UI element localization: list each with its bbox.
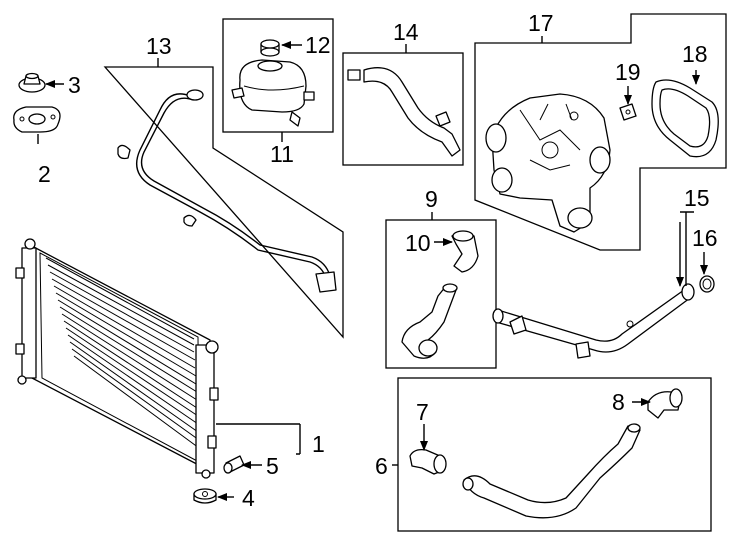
part-5-drain-plug xyxy=(223,455,245,474)
callout-7: 7 xyxy=(416,399,429,425)
part-7-connector xyxy=(409,448,447,475)
callout-17: 17 xyxy=(528,10,554,36)
callout-18: 18 xyxy=(682,41,708,67)
callout-13: 13 xyxy=(146,33,172,59)
part-14-upper-hose xyxy=(347,67,461,157)
part-6-hose xyxy=(462,423,641,519)
part-11-reservoir xyxy=(231,59,315,127)
part-16-o-ring xyxy=(699,275,715,293)
part-13-overflow-hose xyxy=(117,89,337,293)
leader-lines xyxy=(37,36,708,501)
callout-8: 8 xyxy=(612,389,625,415)
part-15-coolant-pipe xyxy=(492,283,695,359)
callout-15: 15 xyxy=(684,185,710,211)
part-9-lower-hose xyxy=(401,283,458,359)
group-box-11 xyxy=(222,18,334,133)
part-17-water-outlet-housing xyxy=(485,93,611,233)
group-box-6 xyxy=(397,377,712,532)
part-12-cap xyxy=(260,39,280,57)
callout-4: 4 xyxy=(242,485,255,511)
part-19-clip xyxy=(619,103,637,121)
group-box-17 xyxy=(474,13,727,251)
part-2-bracket xyxy=(13,106,61,133)
callout-6: 6 xyxy=(375,453,388,479)
part-3-nut xyxy=(18,72,46,93)
part-4-mount xyxy=(193,488,217,504)
group-box-14 xyxy=(342,52,464,166)
callout-14: 14 xyxy=(393,19,419,45)
callout-3: 3 xyxy=(68,72,81,98)
callout-1: 1 xyxy=(312,431,325,457)
group-box-13 xyxy=(103,66,344,339)
callout-16: 16 xyxy=(692,225,718,251)
callout-5: 5 xyxy=(266,453,279,479)
callout-11: 11 xyxy=(270,141,294,167)
part-8-elbow xyxy=(647,388,683,419)
part-10-elbow xyxy=(451,230,479,273)
callout-9: 9 xyxy=(425,186,438,212)
callout-10: 10 xyxy=(405,230,431,256)
callout-19: 19 xyxy=(615,59,641,85)
group-box-9 xyxy=(385,219,497,369)
part-1-radiator xyxy=(15,238,219,479)
callout-2: 2 xyxy=(38,161,51,187)
part-18-gasket xyxy=(651,79,719,158)
callout-12: 12 xyxy=(305,32,331,58)
